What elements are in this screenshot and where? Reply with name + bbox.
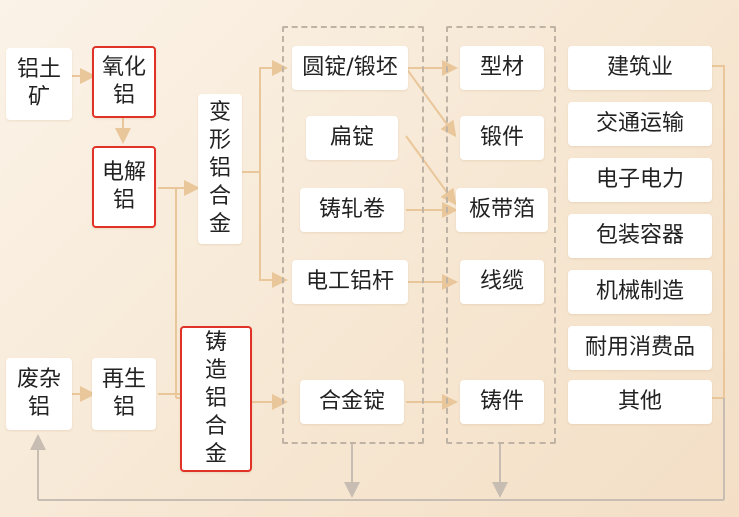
node-profile-label: 型材 — [479, 55, 524, 80]
node-electrolytic-label: 电解铝 — [101, 160, 146, 213]
end-use-label: 电子电力 — [595, 167, 684, 192]
node-alumina-label: 氧化铝 — [101, 55, 146, 108]
node-bauxite: 铝土矿 — [6, 48, 72, 120]
node-scrap-label: 废杂铝 — [16, 367, 61, 420]
end-use-item: 机械制造 — [568, 270, 712, 314]
end-use-label: 包装容器 — [595, 223, 684, 248]
node-alloy-ingot: 合金锭 — [300, 380, 404, 424]
end-use-label: 机械制造 — [595, 279, 684, 304]
node-cable-label: 线缆 — [479, 269, 524, 294]
end-use-item: 耐用消费品 — [568, 326, 712, 370]
arrow-wrought-rod — [259, 172, 288, 288]
node-cast-roll: 铸轧卷 — [300, 188, 404, 232]
node-sheet-foil-label: 板带箔 — [468, 197, 535, 222]
end-use-bracket — [712, 65, 725, 399]
end-use-item: 电子电力 — [568, 158, 712, 202]
node-cast-roll-label: 铸轧卷 — [318, 197, 385, 222]
node-billet: 圆锭/锻坯 — [292, 46, 408, 90]
end-use-item: 建筑业 — [568, 46, 712, 90]
node-cable: 线缆 — [460, 260, 544, 304]
semi-product-group — [282, 26, 424, 444]
node-slab: 扁锭 — [306, 116, 398, 160]
end-use-label: 建筑业 — [606, 55, 673, 80]
arrow-wrought-billet — [240, 60, 288, 173]
node-scrap: 废杂铝 — [6, 358, 72, 430]
node-cast-alloy: 铸造铝合金 — [180, 326, 252, 472]
node-profile: 型材 — [460, 46, 544, 90]
node-wrought-alloy-label: 变形铝合金 — [208, 100, 231, 237]
product-group — [446, 26, 556, 444]
node-billet-label: 圆锭/锻坯 — [302, 55, 398, 80]
node-wrought-alloy: 变形铝合金 — [198, 94, 242, 244]
end-use-item: 其他 — [568, 380, 712, 424]
node-forging-label: 锻件 — [479, 125, 524, 150]
node-rod-label: 电工铝杆 — [305, 269, 394, 294]
end-use-item: 交通运输 — [568, 102, 712, 146]
node-alumina: 氧化铝 — [92, 46, 156, 118]
end-use-label: 耐用消费品 — [584, 335, 695, 360]
node-casting: 铸件 — [460, 380, 544, 424]
node-recycled-label: 再生铝 — [101, 367, 146, 420]
node-casting-label: 铸件 — [479, 389, 524, 414]
end-use-item: 包装容器 — [568, 214, 712, 258]
node-electrolytic: 电解铝 — [92, 146, 156, 228]
end-use-label: 其他 — [617, 389, 662, 414]
node-slab-label: 扁锭 — [329, 125, 374, 150]
node-forging: 锻件 — [460, 116, 544, 160]
node-recycled: 再生铝 — [92, 358, 156, 430]
end-use-label: 交通运输 — [595, 111, 684, 136]
node-alloy-ingot-label: 合金锭 — [318, 389, 385, 414]
node-sheet-foil: 板带箔 — [456, 188, 548, 232]
node-cast-alloy-label: 铸造铝合金 — [204, 330, 227, 467]
node-rod: 电工铝杆 — [292, 260, 408, 304]
node-bauxite-label: 铝土矿 — [16, 57, 61, 110]
